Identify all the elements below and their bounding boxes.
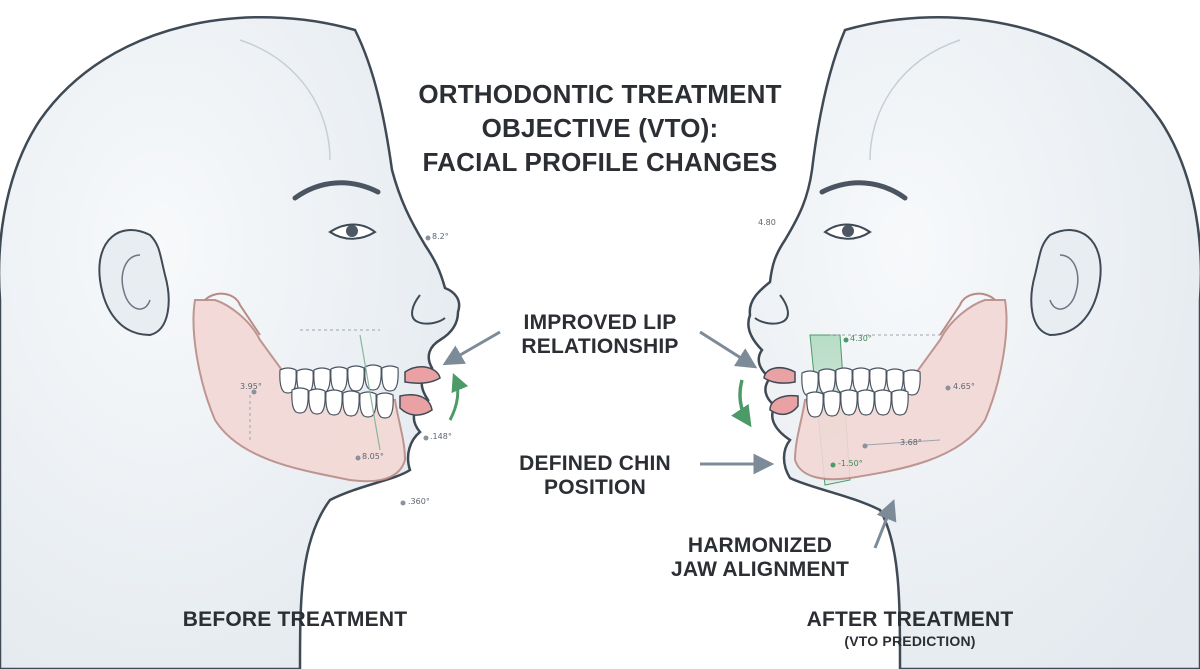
chin-callout: DEFINED CHIN POSITION [505,452,685,500]
lip-arrow-right [699,330,758,369]
lip-callout-line-1: IMPROVED LIP [523,311,677,334]
title-line-2: OBJECTIVE (VTO): [481,112,719,143]
after-lower-lip [769,394,799,416]
title-line-1: ORTHODONTIC TREATMENT [418,79,782,109]
lip-arrow-left [442,330,501,366]
after-measurement: 4.65° [953,382,975,391]
after-caption: AFTER TREATMENT [806,608,1014,631]
after-measurement: 4.30° [850,334,872,343]
jaw-callout: HARMONIZED JAW ALIGNMENT [630,534,890,582]
before-head-illustration [0,16,469,669]
before-measurement: 8.2° [432,232,449,241]
after-head-illustration [731,16,1200,669]
title-line-3: FACIAL PROFILE CHANGES [422,146,778,177]
diagram-title: ORTHODONTIC TREATMENT OBJECTIVE (VTO): F… [400,78,800,179]
jaw-callout-line-2: JAW ALIGNMENT [671,558,849,582]
before-lower-lip [399,394,433,416]
after-jaw-bone [793,299,1008,481]
after-measurement: -1.50° [838,459,863,468]
after-caption-subtitle: (VTO PREDICTION) [844,633,976,649]
lip-callout: IMPROVED LIP RELATIONSHIP [495,311,705,359]
before-ear [98,229,170,337]
jaw-arrow [873,499,897,549]
jaw-callout-line-1: HARMONIZED [687,534,833,557]
chin-callout-line-1: DEFINED CHIN [519,452,671,475]
before-measurement: .360° [408,497,430,506]
before-jaw-bone [192,299,407,483]
callout-arrows [442,330,897,549]
before-measurement: .148° [430,432,452,441]
after-ear [1030,229,1102,337]
chin-callout-line-2: POSITION [544,476,646,500]
before-upper-lip [404,366,441,384]
after-measurement: 3.68° [900,438,922,447]
after-measurement: 4.80 [758,218,776,227]
before-measurement: 8.05° [362,452,384,461]
before-measurement: 3.95° [240,382,262,391]
before-caption: BEFORE TREATMENT [182,608,408,631]
after-upper-lip [763,366,796,384]
after-teeth [801,367,921,418]
lip-callout-line-2: RELATIONSHIP [521,335,679,359]
